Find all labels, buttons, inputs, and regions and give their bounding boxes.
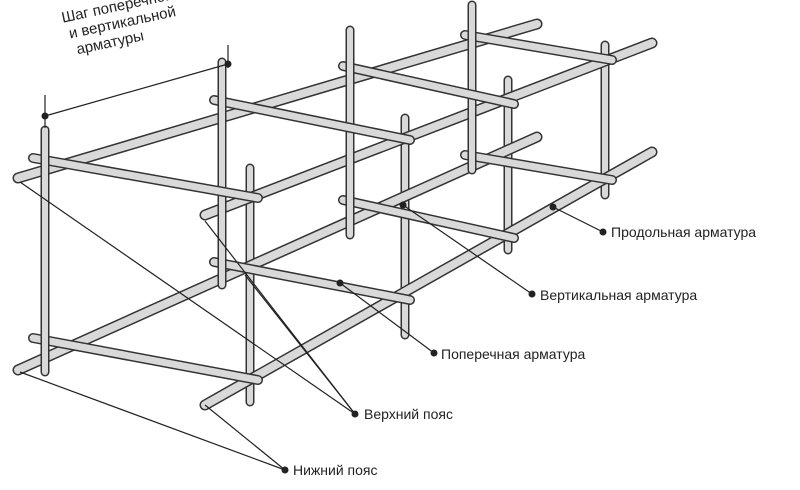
dimension-dot — [224, 60, 232, 68]
leader-dot — [430, 349, 438, 357]
transverse-rebar-top — [338, 61, 519, 109]
transverse-rebar-bottom — [338, 195, 519, 243]
transverse-rebar-bottom — [28, 333, 263, 385]
label-bottom-belt: Нижний пояс — [293, 462, 378, 478]
longitudinal-rebar-top-right — [199, 37, 658, 221]
leader-vertical — [402, 204, 533, 295]
leader-dot — [336, 279, 344, 287]
leader-longitudinal — [552, 206, 604, 233]
transverse-rebar-top — [460, 30, 617, 65]
longitudinal-rebar-bottom-right — [199, 146, 658, 411]
leader-bottom-belt — [19, 371, 286, 471]
leader-dot — [351, 410, 359, 418]
leader-top-belt — [19, 181, 356, 415]
label-transverse-rebar: Поперечная арматура — [441, 346, 586, 362]
transverse-rebar-top — [209, 95, 415, 145]
transverse-rebar-bottom — [209, 257, 415, 305]
transverse-rebar-bottom — [460, 150, 617, 185]
label-longitudinal-rebar: Продольная арматура — [611, 224, 757, 240]
leader-dot — [528, 290, 536, 298]
leader-lines — [19, 45, 607, 474]
leader-dot — [599, 228, 607, 236]
leader-dot — [399, 201, 407, 209]
rebar-bars — [12, 0, 658, 411]
leader-bottom-belt — [204, 404, 286, 471]
dimension-dot — [41, 112, 49, 120]
leader-dot — [549, 203, 557, 211]
leader-transverse — [339, 282, 435, 354]
label-top-belt: Верхний пояс — [364, 406, 453, 422]
leader-dot — [281, 466, 289, 474]
label-vertical-rebar: Вертикальная арматура — [540, 287, 698, 303]
longitudinal-rebar-bottom-left — [12, 131, 543, 376]
step-dimension-line — [44, 63, 229, 117]
leader-top-belt — [244, 274, 356, 415]
transverse-rebar-top — [28, 153, 263, 203]
longitudinal-rebar-top-left — [12, 18, 543, 184]
